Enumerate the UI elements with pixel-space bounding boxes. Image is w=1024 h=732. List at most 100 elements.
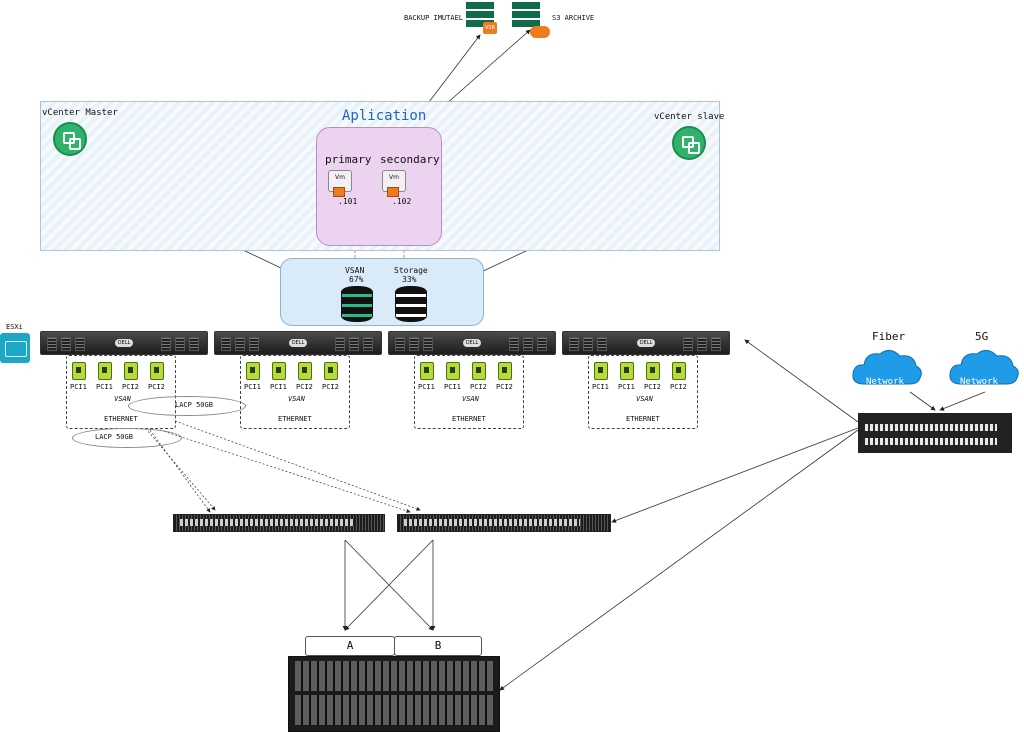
pci-card-label: PCI1: [592, 383, 609, 391]
line-core-to-switch: [611, 427, 859, 523]
secondary-label: secondary: [380, 153, 440, 166]
storage-database-icon: [395, 286, 427, 322]
drive-bay: [161, 337, 171, 351]
pci-card-label: PCI2: [496, 383, 513, 391]
pci-card-label: PCI2: [296, 383, 313, 391]
drive-bay: [235, 337, 245, 351]
secondary-vm-chip-icon: [387, 187, 399, 197]
esxi-host-server-3: DELL: [388, 331, 556, 355]
cloud-archive-icon: [530, 26, 550, 38]
pci-card-icon: [150, 362, 164, 380]
lacp-label-1: LACP 50GB: [175, 401, 213, 409]
pci-card-label: PCI2: [644, 383, 661, 391]
fiveg-label: 5G: [975, 330, 989, 343]
line-core-to-host4: [744, 339, 859, 423]
vsan-label: VSAN: [345, 266, 365, 275]
vsan-database-icon: [341, 286, 373, 322]
pci-card-icon: [594, 362, 608, 380]
core-switch: [858, 413, 1012, 453]
drive-bay: [537, 337, 547, 351]
esxi-icon: [0, 333, 30, 363]
server-logo: DELL: [115, 339, 133, 347]
server-logo: DELL: [637, 339, 655, 347]
storage-label: Storage: [394, 266, 428, 275]
drive-bay: [583, 337, 593, 351]
line-fiber-to-core: [909, 391, 936, 411]
pci-card-label: PCI1: [70, 383, 87, 391]
host-ethernet-label: ETHERNET: [626, 415, 660, 423]
esxi-host-server-1: DELL: [40, 331, 208, 355]
pci-card-label: PCI2: [148, 383, 165, 391]
host-vsan-label: VSAN: [114, 395, 131, 403]
drive-bay: [349, 337, 359, 351]
host-ethernet-label: ETHERNET: [452, 415, 486, 423]
lacp-ellipse-1: [128, 396, 246, 416]
drive-bay: [409, 337, 419, 351]
fiber-label: Fiber: [872, 330, 906, 343]
host-ethernet-label: ETHERNET: [104, 415, 138, 423]
line-core-to-san: [499, 429, 859, 691]
pci-card-label: PCI1: [444, 383, 461, 391]
drive-bay: [175, 337, 185, 351]
pci-card-icon: [672, 362, 686, 380]
storage-pool-region: [280, 258, 484, 326]
server-logo: DELL: [289, 339, 307, 347]
fiber-network-label: Network: [866, 377, 904, 387]
pci-card-icon: [620, 362, 634, 380]
pci-card-icon: [272, 362, 286, 380]
pci-card-label: PCI1: [96, 383, 113, 391]
drive-bay: [335, 337, 345, 351]
drive-bay: [683, 337, 693, 351]
vcenter-slave-icon: [672, 126, 706, 160]
drive-bay: [75, 337, 85, 351]
pci-card-icon: [498, 362, 512, 380]
drive-bay: [47, 337, 57, 351]
drive-bay: [363, 337, 373, 351]
controller-a: A: [305, 636, 395, 656]
pci-card-label: PCI1: [244, 383, 261, 391]
drive-bay: [569, 337, 579, 351]
esxi-host-server-2: DELL: [214, 331, 382, 355]
line-lacp-to-sw2: [159, 429, 411, 513]
fiveg-cloud-icon: [949, 350, 1019, 385]
line-sw1-to-b: [344, 539, 434, 631]
secondary-ip: .102: [392, 197, 412, 206]
pci-card-icon: [98, 362, 112, 380]
lacp-label-2: LACP 50GB: [95, 433, 133, 441]
drive-bay: [395, 337, 405, 351]
controller-b: B: [394, 636, 482, 656]
line-5g-to-core: [939, 391, 986, 411]
primary-ip: .101: [338, 197, 358, 206]
pci-card-icon: [124, 362, 138, 380]
pci-card-label: PCI2: [470, 383, 487, 391]
host-vsan-label: VSAN: [288, 395, 305, 403]
access-switch-2: [397, 514, 611, 532]
drive-bay: [249, 337, 259, 351]
primary-label: primary: [325, 153, 372, 166]
pci-card-icon: [298, 362, 312, 380]
line-host1-to-sw2: [144, 409, 421, 511]
lacp-ellipse-2: [72, 428, 182, 448]
pci-card-label: PCI1: [418, 383, 435, 391]
vcenter-master-icon: [53, 122, 87, 156]
storage-pct: 33%: [402, 275, 417, 284]
drive-bay: [597, 337, 607, 351]
host-vsan-label: VSAN: [636, 395, 653, 403]
backup-badge: VSR: [483, 22, 497, 34]
archive-server-icon: [512, 2, 540, 28]
primary-vm-chip-icon: [333, 187, 345, 197]
esxi-host-server-4: DELL: [562, 331, 730, 355]
vcenter-master-label: vCenter Master: [42, 108, 118, 118]
san-storage-array: [288, 656, 500, 732]
drive-bay: [61, 337, 71, 351]
drive-bay: [189, 337, 199, 351]
pci-card-label: PCI2: [670, 383, 687, 391]
host-vsan-label: VSAN: [462, 395, 479, 403]
vcenter-slave-label: vCenter slave: [654, 112, 725, 122]
pci-card-label: PCI1: [270, 383, 287, 391]
drive-bay: [509, 337, 519, 351]
pci-card-label: PCI2: [322, 383, 339, 391]
pci-card-icon: [324, 362, 338, 380]
server-logo: DELL: [463, 339, 481, 347]
archive-label: S3 ARCHIVE: [552, 14, 595, 22]
